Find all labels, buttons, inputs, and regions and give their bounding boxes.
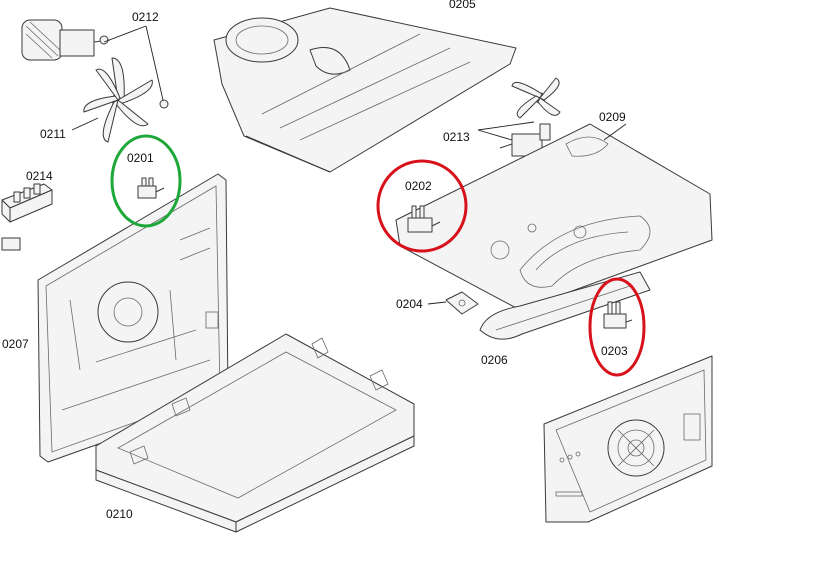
top-cover-0205 [213,7,517,173]
label-0213: 0213 [443,130,470,144]
label-0205: 0205 [449,0,476,11]
highlight-circle-0203 [588,277,646,377]
highlight-circle-0202 [376,159,468,253]
leader-0212-a [103,25,147,43]
label-0206: 0206 [481,353,508,367]
label-0211: 0211 [40,127,66,141]
label-0209: 0209 [599,110,626,124]
leader-0211 [71,117,99,131]
oven-cavity-front [543,355,713,523]
thermostat-0203 [603,301,633,329]
duct-0206 [479,271,651,340]
highlight-circle-0201 [110,134,182,228]
label-0214: 0214 [26,169,53,183]
bracket-0204 [427,291,479,315]
thermostat-0201 [137,177,165,199]
thermostat-0202 [407,205,441,233]
bottom-tray-0210 [95,333,415,533]
label-0203: 0203 [601,344,628,358]
label-0204: 0204 [396,297,423,311]
fan-blade-0211 [83,57,153,143]
fan-motor-assembly [21,19,111,61]
terminal-block-0214 [1,183,53,251]
label-0207: 0207 [2,337,29,351]
label-0202: 0202 [405,179,432,193]
small-fan-0213 [477,77,561,157]
nut-0212 [159,99,169,109]
label-0210: 0210 [106,507,133,521]
top-plate-0209 [395,123,713,311]
label-0212: 0212 [132,10,159,24]
leader-0212-b [145,25,164,101]
label-0201: 0201 [127,151,154,165]
